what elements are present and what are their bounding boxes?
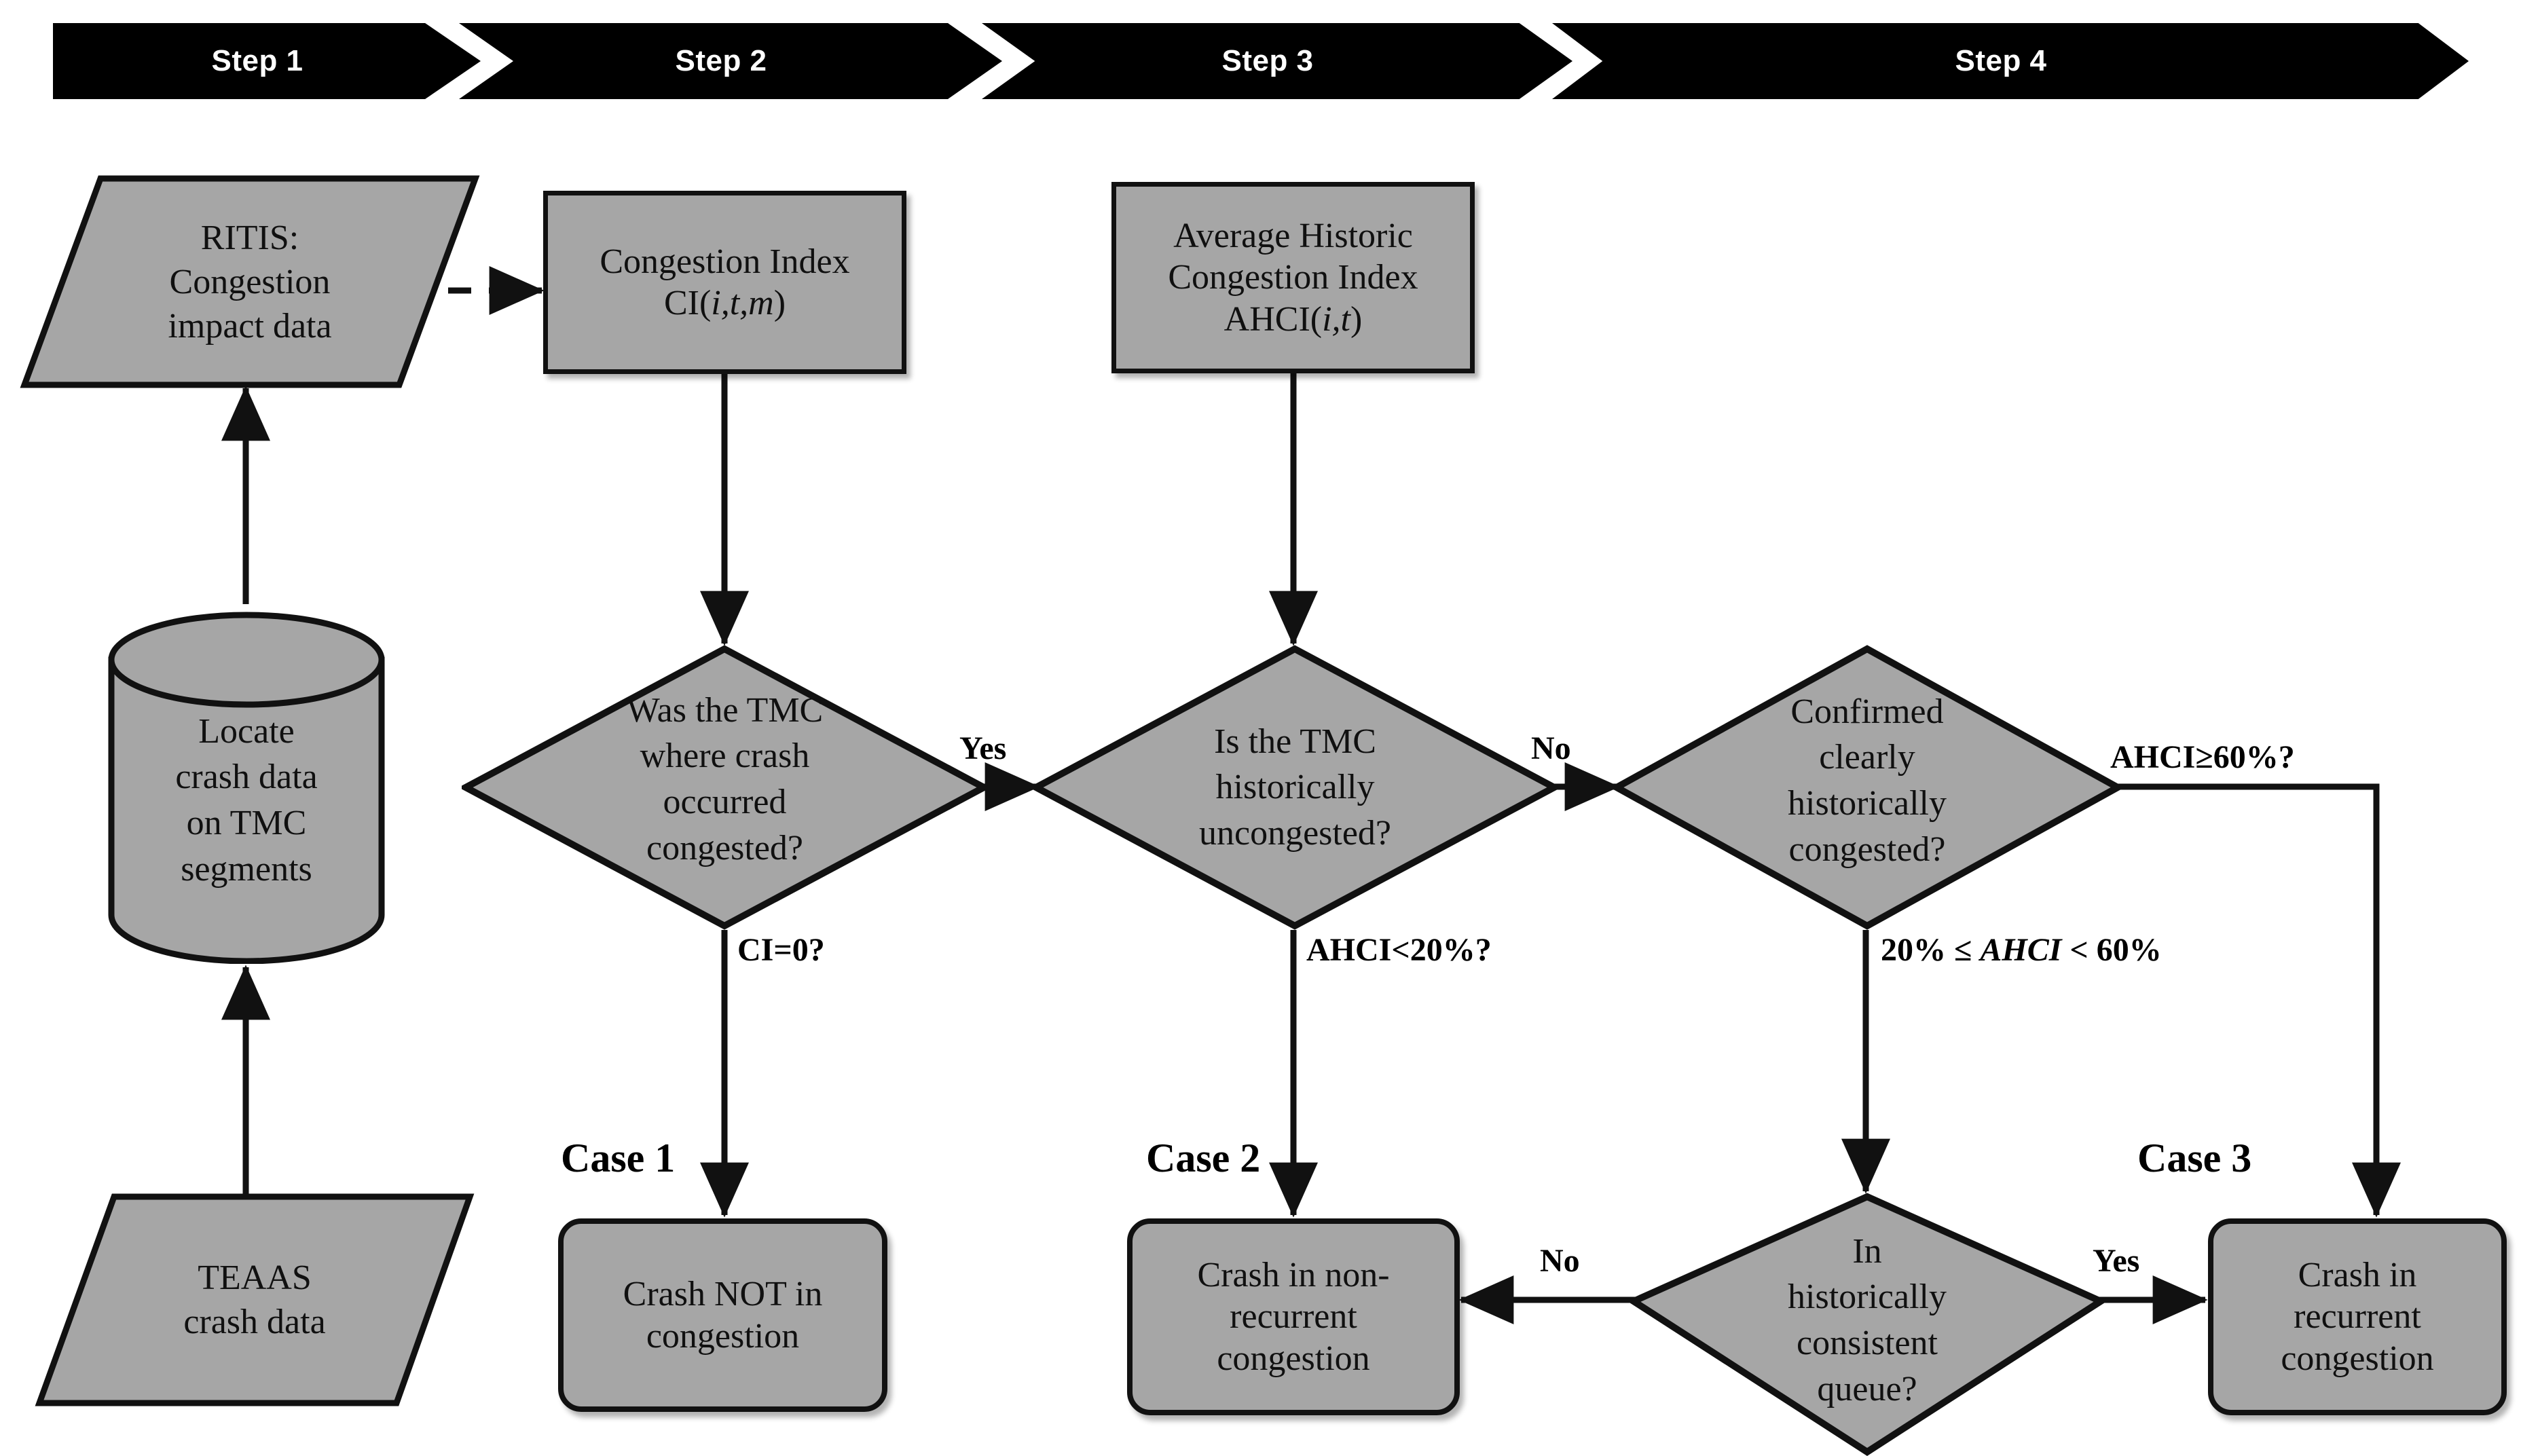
node-case1-text: Crash NOT in congestion	[617, 1273, 830, 1357]
edge-label-yes-decision4: Yes	[2093, 1243, 2140, 1279]
step-chevron-4-label: Step 4	[1955, 44, 2047, 77]
step-chevron-2-label: Step 2	[675, 44, 767, 77]
case2-line-3: congestion	[1217, 1339, 1370, 1378]
node-case2-text: Crash in non- recurrent congestion	[1190, 1254, 1396, 1379]
edge-label-ahci-ge-60: AHCI≥60%?	[2110, 739, 2295, 775]
node-teaas-data: TEAAS crash data	[34, 1191, 475, 1408]
ahci-mid-prefix: 20% ≤	[1881, 932, 1981, 968]
node-decision-confirmed-clearly-historically-congested: Confirmed clearly historically congested…	[1613, 645, 2122, 930]
case3-line-3: congestion	[2281, 1339, 2434, 1378]
edge-label-yes-decision1: Yes	[959, 730, 1007, 766]
ci-vars: i,t,m	[711, 284, 774, 322]
ahci-mid-var: AHCI	[1980, 932, 2062, 968]
node-ritis-data: RITIS: Congestion impact data	[19, 173, 481, 390]
case2-line-2: recurrent	[1230, 1297, 1357, 1337]
case-2-label: Case 2	[1146, 1136, 1261, 1180]
case-1-label: Case 1	[561, 1136, 676, 1180]
node-case3-text: Crash in recurrent congestion	[2274, 1254, 2440, 1379]
node-case2-crash-in-non-recurrent-congestion: Crash in non- recurrent congestion	[1127, 1218, 1460, 1415]
case1-line-1: Crash NOT in	[623, 1275, 823, 1314]
ahci-line-3: AHCI(i,t)	[1168, 299, 1418, 340]
case2-line-1: Crash in non-	[1197, 1255, 1390, 1294]
edge-label-no-decision4: No	[1540, 1243, 1580, 1279]
node-decision-in-historically-consistent-queue: In historically consistent queue?	[1630, 1193, 2105, 1456]
ci-suffix: )	[773, 284, 786, 322]
node-decision-was-tmc-congested: Was the TMC where crash occurred congest…	[462, 645, 988, 930]
node-congestion-index: Congestion Index CI(i,t,m)	[543, 191, 906, 374]
node-decision-tmc-historically-uncongested: Is the TMC historically uncongested?	[1032, 645, 1558, 930]
ahci-line-2: Congestion Index	[1168, 258, 1418, 297]
ahci-line-1: Average Historic	[1173, 216, 1413, 255]
case3-line-2: recurrent	[2294, 1297, 2421, 1337]
edge-label-ahci-less-than-20: AHCI<20%?	[1306, 932, 1492, 968]
node-average-historic-congestion-index: Average Historic Congestion Index AHCI(i…	[1111, 182, 1475, 373]
step-chevron-1: Step 1	[53, 23, 481, 99]
node-ahci-text: Average Historic Congestion Index AHCI(i…	[1161, 215, 1424, 340]
ahci-mid-suffix: < 60%	[2061, 932, 2162, 968]
case3-line-1: Crash in	[2298, 1255, 2417, 1294]
step-chevron-1-label: Step 1	[211, 44, 303, 77]
step-chevron-4: Step 4	[1552, 23, 2469, 99]
edge-label-ahci-between-20-and-60: 20% ≤ AHCI < 60%	[1881, 931, 2162, 969]
node-congestion-index-text: Congestion Index CI(i,t,m)	[593, 241, 856, 324]
step-chevron-3-label: Step 3	[1221, 44, 1314, 77]
step-chevron-3: Step 3	[982, 23, 1572, 99]
node-case1-crash-not-in-congestion: Crash NOT in congestion	[558, 1218, 887, 1412]
node-case3-crash-in-recurrent-congestion: Crash in recurrent congestion	[2208, 1218, 2507, 1415]
ci-line-2: CI(i,t,m)	[600, 282, 849, 324]
step-chevron-2: Step 2	[459, 23, 1002, 99]
case-3-label: Case 3	[2137, 1136, 2252, 1180]
ahci-prefix: AHCI(	[1223, 299, 1323, 339]
edge-label-ci-equals-zero: CI=0?	[737, 932, 825, 968]
edge-label-no-decision2: No	[1531, 730, 1571, 766]
ahci-suffix: )	[1350, 299, 1363, 339]
node-locate-database: Locate crash data on TMC segments	[107, 611, 386, 964]
ci-prefix: CI(	[663, 284, 712, 322]
ahci-vars: i,t	[1322, 299, 1350, 339]
ci-line-1: Congestion Index	[600, 242, 850, 281]
case1-line-2: congestion	[646, 1316, 800, 1356]
step-banner: Step 1 Step 2 Step 3 Step 4	[0, 0, 2521, 119]
